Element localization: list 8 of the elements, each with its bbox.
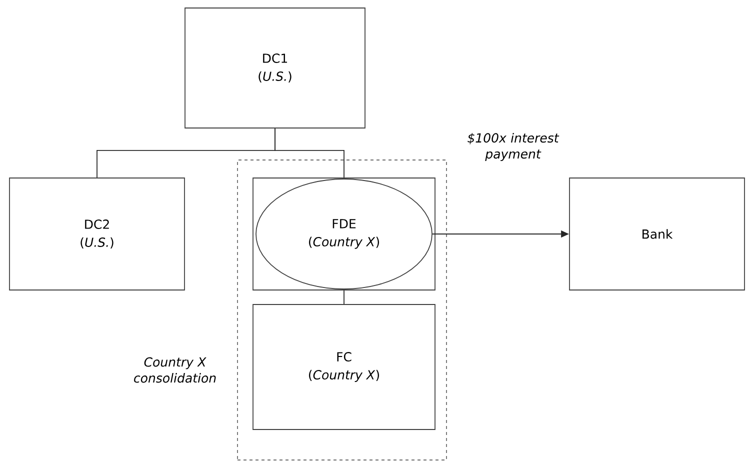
consolidation-group-box [237, 160, 447, 460]
entity-box: DC2 (U.S.) [9, 178, 185, 290]
group-label: Country X consolidation [134, 357, 216, 383]
entity-box: FC (Country X) [252, 304, 436, 430]
connector-line [274, 128, 344, 178]
entity-box: DC1 (U.S.) [184, 8, 366, 128]
group-label: $100x interest payment [468, 132, 560, 162]
entity-box: Bank [569, 178, 745, 290]
